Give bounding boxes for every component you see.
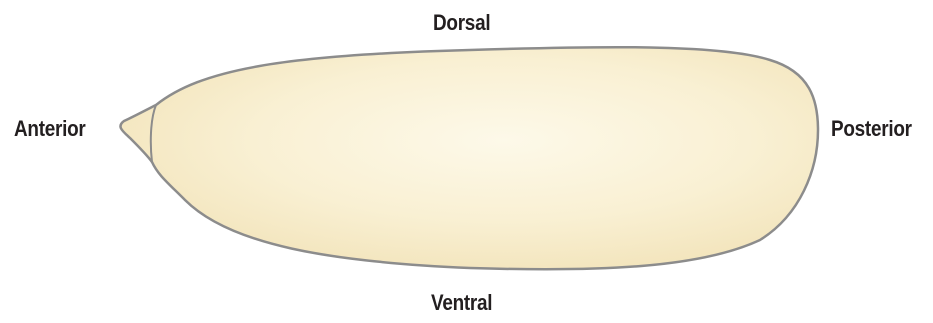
embryo-body (120, 47, 818, 269)
dorsal-label: Dorsal (433, 12, 490, 34)
anterior-label: Anterior (14, 118, 86, 140)
ventral-label: Ventral (431, 292, 492, 314)
posterior-label: Posterior (831, 118, 912, 140)
